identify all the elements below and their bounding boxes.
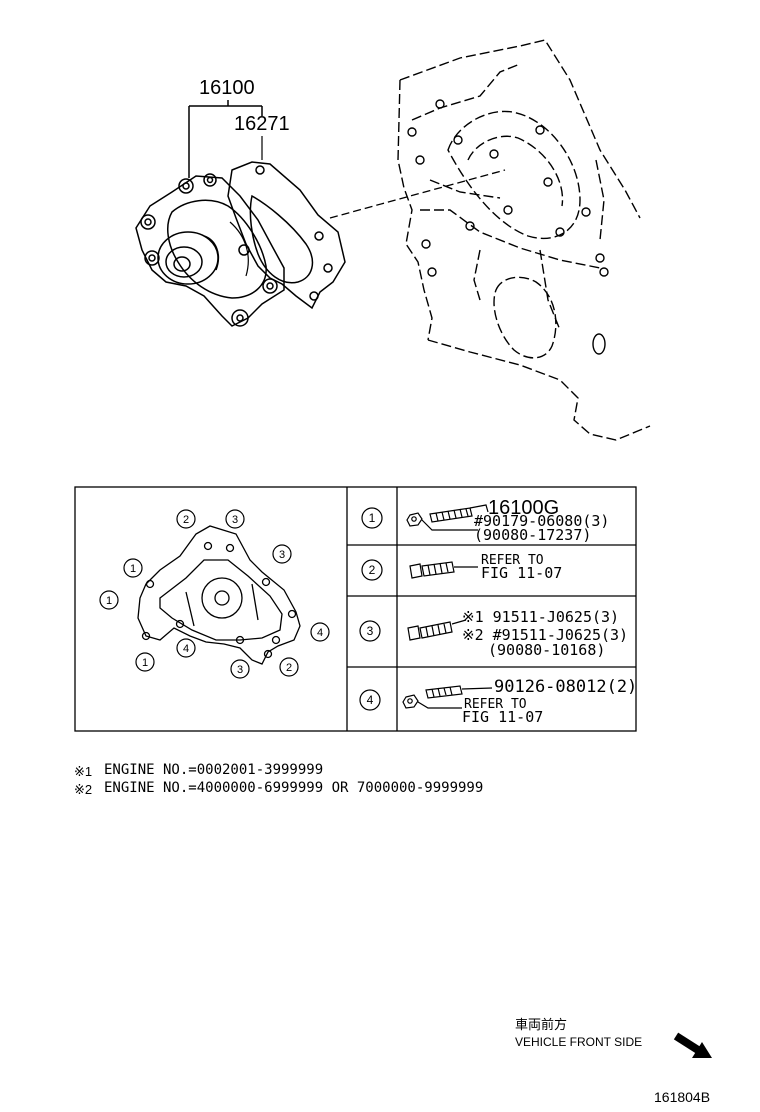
- svg-text:2: 2: [183, 514, 189, 526]
- row-2-bolt: [409, 561, 478, 579]
- position-marker-4-right[interactable]: 4: [310, 622, 330, 642]
- vehicle-front-label-jp: 車両前方: [515, 1017, 567, 1032]
- position-marker-1-upper-left[interactable]: 1: [123, 558, 143, 578]
- svg-text:1: 1: [142, 657, 148, 669]
- position-marker-4-bottom[interactable]: 4: [176, 638, 196, 658]
- row-4-part-90126[interactable]: 90126-08012(2): [494, 677, 637, 697]
- svg-text:1: 1: [369, 511, 376, 525]
- row-number-1: 1: [361, 507, 383, 529]
- svg-text:3: 3: [279, 549, 285, 561]
- front-direction-arrow-icon: [673, 1032, 712, 1058]
- alignment-line: [329, 169, 506, 219]
- svg-text:2: 2: [286, 662, 292, 674]
- position-marker-1-left[interactable]: 1: [99, 590, 119, 610]
- row-2-fig-reference[interactable]: FIG 11-07: [481, 564, 562, 582]
- engine-block-drawing: [397, 39, 651, 441]
- row-1-part-90179[interactable]: #90179-06080(3): [474, 512, 609, 530]
- row-4-fasteners: [402, 685, 493, 709]
- gasket-part-number[interactable]: 16271: [234, 113, 290, 135]
- position-marker-1-bottom[interactable]: 1: [135, 652, 155, 672]
- svg-text:3: 3: [367, 624, 374, 638]
- row-3-bolt: [407, 619, 467, 641]
- svg-text:2: 2: [369, 563, 376, 577]
- svg-text:4: 4: [317, 627, 323, 639]
- position-marker-3-top[interactable]: 3: [225, 509, 245, 529]
- bolt-position-diagram: [137, 525, 301, 665]
- vehicle-front-label-en: VEHICLE FRONT SIDE: [515, 1035, 642, 1049]
- row-3-part-91511-engine-1[interactable]: ※1 91511-J0625(3): [462, 608, 619, 626]
- engine-block-bolt-holes: [407, 99, 609, 355]
- part-number-callouts: 16100 16271: [188, 77, 290, 178]
- row-1-part-16100g[interactable]: 16100G: [488, 497, 559, 519]
- row-1-fasteners: [406, 504, 489, 531]
- note-2-text: ENGINE NO.=4000000-6999999 OR 7000000-99…: [104, 780, 483, 796]
- row-1-part-90080[interactable]: (90080-17237): [474, 526, 591, 544]
- note-1-text: ENGINE NO.=0002001-3999999: [104, 762, 323, 778]
- row-4-refer-to: REFER TO: [464, 697, 527, 712]
- svg-text:1: 1: [130, 563, 136, 575]
- water-pump-drawing: [135, 161, 346, 327]
- row-3-part-91511-engine-2[interactable]: ※2 #91511-J0625(3): [462, 626, 628, 644]
- row-number-4: 4: [359, 689, 381, 711]
- svg-text:4: 4: [183, 643, 189, 655]
- svg-text:4: 4: [367, 693, 374, 707]
- svg-text:3: 3: [237, 664, 243, 676]
- water-pump-part-number[interactable]: 16100: [199, 77, 255, 99]
- note-1-mark: ※1: [74, 764, 92, 779]
- row-number-3: 3: [359, 620, 381, 642]
- row-2-refer-to: REFER TO: [481, 553, 544, 568]
- position-marker-3-right[interactable]: 3: [272, 544, 292, 564]
- note-2-mark: ※2: [74, 782, 92, 797]
- bolt-table: 2 3 3 1 1 4 4: [74, 486, 637, 732]
- position-marker-2-top[interactable]: 2: [176, 509, 196, 529]
- position-marker-2-bottom[interactable]: 2: [279, 657, 299, 677]
- position-marker-3-bottom[interactable]: 3: [230, 659, 250, 679]
- figure-id: 161804B: [654, 1089, 710, 1105]
- engine-number-notes: ※1 ENGINE NO.=0002001-3999999 ※2 ENGINE …: [74, 762, 483, 797]
- vehicle-front-indicator: 車両前方 VEHICLE FRONT SIDE: [515, 1017, 712, 1058]
- row-number-2: 2: [361, 559, 383, 581]
- svg-text:3: 3: [232, 514, 238, 526]
- position-markers: 2 3 3 1 1 4 4: [99, 509, 330, 679]
- row-3-part-90080[interactable]: (90080-10168): [488, 641, 605, 659]
- svg-text:1: 1: [106, 595, 112, 607]
- row-4-fig-reference[interactable]: FIG 11-07: [462, 708, 543, 726]
- gasket-outline: [227, 161, 346, 310]
